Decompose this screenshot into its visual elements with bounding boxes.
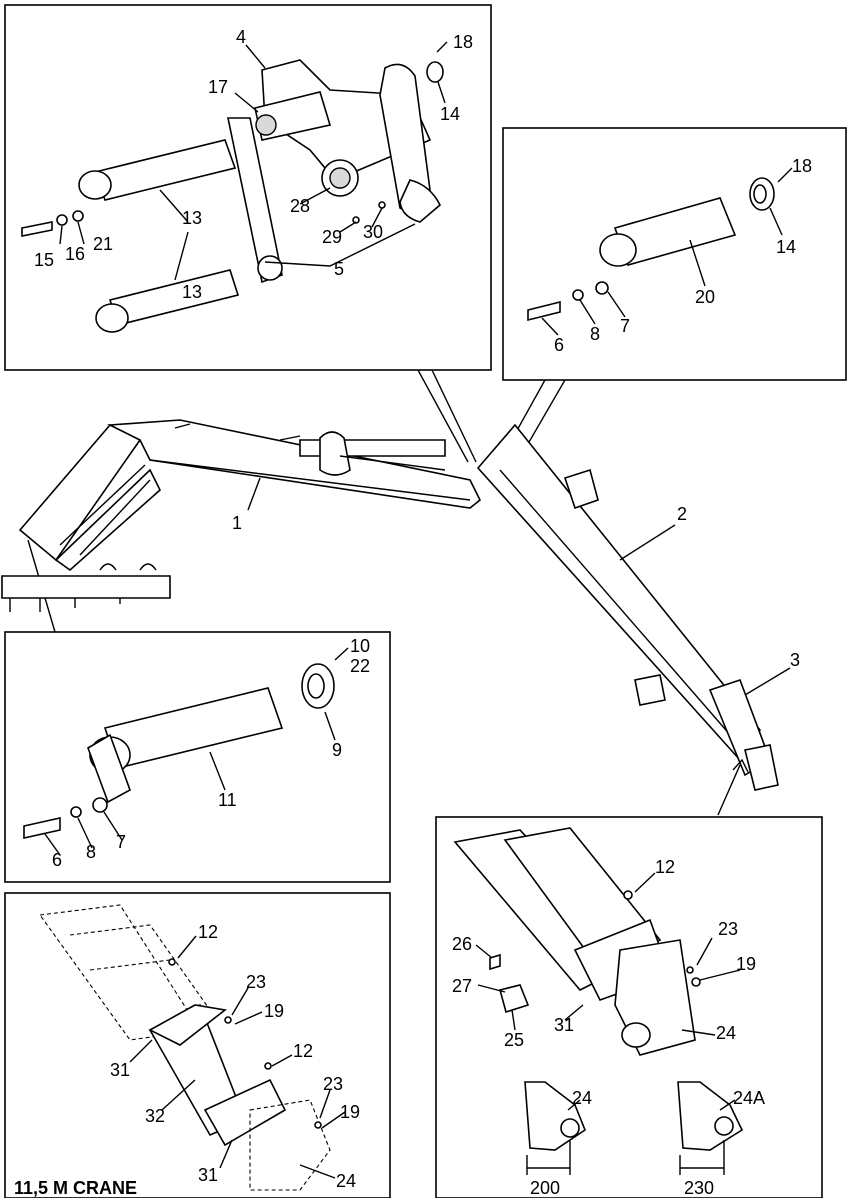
crane-assembly: 1 2 3: [1, 369, 800, 816]
label-17: 17: [208, 77, 228, 97]
label-5: 5: [334, 259, 344, 279]
label-24-small: 24: [572, 1088, 592, 1108]
label-30: 30: [363, 222, 383, 242]
label-21: 21: [93, 234, 113, 254]
dimension-200: 200: [530, 1178, 560, 1198]
label-19-br: 19: [736, 954, 756, 974]
label-14-tr: 14: [776, 237, 796, 257]
label-19b-bl: 19: [340, 1102, 360, 1122]
label-3: 3: [790, 650, 800, 670]
label-24-bl: 24: [336, 1171, 356, 1191]
label-10: 10: [350, 636, 370, 656]
label-9: 9: [332, 740, 342, 760]
label-7-ml: 7: [116, 832, 126, 852]
label-14: 14: [440, 104, 460, 124]
label-31-br: 31: [554, 1015, 574, 1035]
label-25: 25: [504, 1030, 524, 1050]
label-23-bl: 23: [246, 972, 266, 992]
label-11: 11: [218, 790, 237, 810]
label-12-br: 12: [655, 857, 675, 877]
label-19-bl: 19: [264, 1001, 284, 1021]
label-22: 22: [350, 656, 370, 676]
label-18-tr: 18: [792, 156, 812, 176]
label-1: 1: [232, 513, 242, 533]
label-13: 13: [182, 208, 202, 228]
label-24-br: 24: [716, 1023, 736, 1043]
crane-caption: 11,5 M CRANE: [14, 1178, 137, 1198]
label-13b: 13: [182, 282, 202, 302]
label-2: 2: [677, 504, 687, 524]
detail-panel-bottom-left: 12 23 19 31 12 32 23 19 31 24 11,5 M CRA…: [4, 892, 391, 1198]
label-28: 28: [290, 196, 310, 216]
label-12b-bl: 12: [293, 1041, 313, 1061]
label-4: 4: [236, 27, 246, 47]
detail-panel-top-left: 4 18 17 14 13 28 29 30 15 16 21 13 5: [4, 4, 492, 371]
label-20: 20: [695, 287, 715, 307]
label-32: 32: [145, 1106, 165, 1126]
label-23b-bl: 23: [323, 1074, 343, 1094]
label-31b-bl: 31: [198, 1165, 218, 1185]
label-8-ml: 8: [86, 842, 96, 862]
detail-panel-top-right: 18 14 20 6 8 7: [502, 127, 847, 381]
detail-panel-mid-left: 10 22 9 11 6 8 7: [4, 631, 391, 883]
label-12-bl: 12: [198, 922, 218, 942]
label-18: 18: [453, 32, 473, 52]
label-24a: 24A: [733, 1088, 765, 1108]
detail-panel-bottom-right: 12 26 23 19 27 31 25 24 24 24A 200 230: [435, 816, 823, 1198]
label-7-tr: 7: [620, 316, 630, 336]
label-31-bl: 31: [110, 1060, 130, 1080]
label-6-ml: 6: [52, 850, 62, 870]
label-8-tr: 8: [590, 324, 600, 344]
label-6-tr: 6: [554, 335, 564, 355]
label-15: 15: [34, 250, 54, 270]
label-27: 27: [452, 976, 472, 996]
label-23-br: 23: [718, 919, 738, 939]
dimension-230: 230: [684, 1178, 714, 1198]
label-26: 26: [452, 934, 472, 954]
label-16: 16: [65, 244, 85, 264]
label-29: 29: [322, 227, 342, 247]
